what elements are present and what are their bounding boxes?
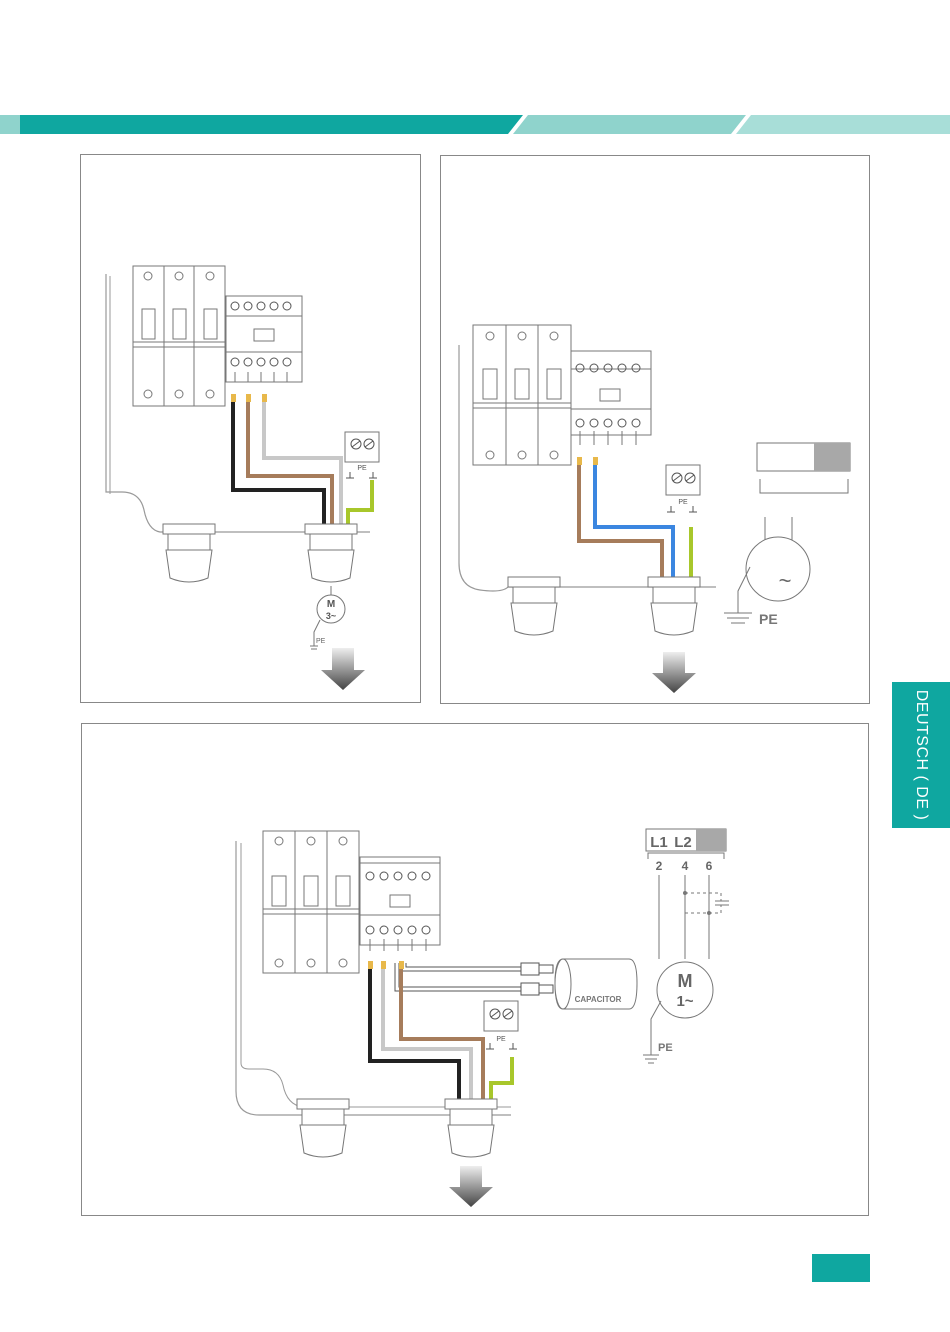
cable-gland-right — [445, 1099, 497, 1157]
motor-label: M — [327, 599, 335, 610]
pe-label: PE — [658, 1042, 673, 1054]
language-tab-label: DEUTSCH ( DE ) — [912, 690, 930, 821]
motor-symbol: ~ — [779, 568, 792, 593]
motor-phase: 1~ — [676, 993, 693, 1010]
language-tab[interactable]: DEUTSCH ( DE ) — [892, 682, 950, 828]
pe-label: PE — [759, 611, 778, 627]
cable-gland-right — [648, 577, 700, 635]
terminal-pe-label: PE — [678, 499, 688, 506]
contactor — [360, 857, 440, 951]
page-number-box — [812, 1254, 870, 1282]
capacitor: CAPACITOR — [555, 959, 637, 1009]
motor-phase: 3~ — [326, 611, 336, 621]
l2-label: L2 — [674, 834, 692, 851]
cable-gland-left — [297, 1099, 349, 1157]
capacitor-label: CAPACITOR — [575, 995, 622, 1004]
contactor — [571, 351, 651, 445]
terminal-pe-label: PE — [496, 1036, 506, 1043]
terminal-4-label: 4 — [682, 859, 689, 873]
panel-single-phase-wiring: PE ~ PE — [440, 155, 871, 705]
panel-three-phase-wiring: PE M 3~ PE — [80, 154, 422, 704]
cable-gland-left — [508, 577, 560, 635]
terminal-pe-label: PE — [357, 465, 367, 472]
circuit-breaker — [473, 325, 571, 465]
cable-gland-left — [163, 524, 215, 582]
terminal-6-label: 6 — [706, 859, 713, 873]
motor-label: M — [678, 971, 693, 991]
header-bar-mid — [513, 115, 746, 134]
l1-label: L1 — [650, 834, 668, 851]
circuit-breaker — [133, 266, 225, 406]
header-bar-left-accent — [0, 115, 20, 134]
header-bar-right — [736, 115, 950, 134]
cable-gland-right — [305, 524, 357, 582]
header-bar — [0, 0, 950, 140]
header-bar-main — [20, 115, 523, 134]
panel-capacitor-wiring: CAPACITOR PE L1 L2 2 4 6 — [81, 723, 871, 1217]
contactor — [226, 296, 302, 382]
terminal-2-label: 2 — [656, 859, 663, 873]
circuit-breaker — [263, 831, 359, 973]
pe-label: PE — [316, 638, 326, 645]
